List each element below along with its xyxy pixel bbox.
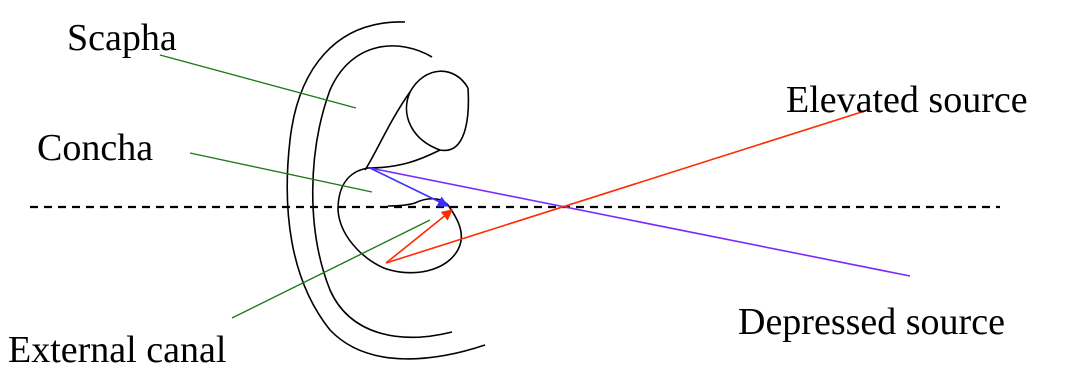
depressed-source-label: Depressed source bbox=[738, 301, 1005, 343]
scapha-leader-line bbox=[159, 54, 357, 109]
elevated-source-ray bbox=[385, 109, 869, 264]
ear-antihelix-outline bbox=[311, 45, 453, 338]
elevated-reflection-arrow bbox=[385, 209, 453, 264]
depressed-source-ray bbox=[369, 167, 911, 277]
external-canal-label: External canal bbox=[8, 329, 226, 371]
concha-label: Concha bbox=[37, 127, 153, 169]
ear-helix-outline bbox=[286, 21, 486, 360]
elevated-source-label: Elevated source bbox=[786, 79, 1028, 121]
concha-leader-line bbox=[189, 152, 373, 193]
scapha-label: Scapha bbox=[67, 17, 177, 59]
depressed-reflection-arrow bbox=[369, 167, 450, 207]
external-canal-leader-line bbox=[231, 219, 431, 319]
